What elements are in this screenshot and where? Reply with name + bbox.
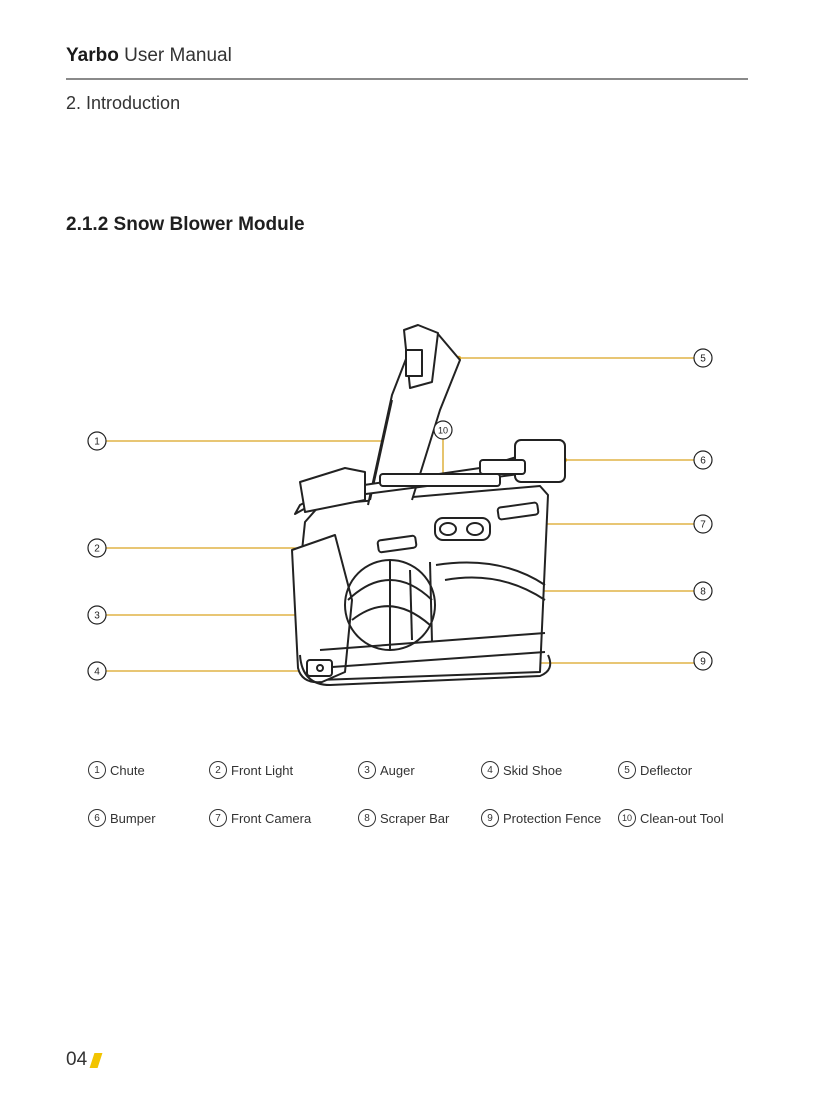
- chapter-title: 2. Introduction: [66, 93, 181, 113]
- manual-title: User Manual: [124, 45, 232, 66]
- legend-item-scraper-bar: 8 Scraper Bar: [358, 808, 449, 828]
- legend-label: Bumper: [110, 810, 156, 826]
- legend-number: 9: [481, 809, 499, 827]
- legend-label: Deflector: [640, 762, 693, 778]
- section-title: 2.1.2 Snow Blower Module: [66, 214, 305, 235]
- callout-2: 2: [94, 544, 100, 555]
- legend-number: 3: [358, 761, 376, 779]
- snow-blower-drawing: [291, 324, 566, 686]
- leader-1: [106, 440, 413, 461]
- legend-label: Front Camera: [231, 810, 312, 826]
- legend-item-bumper: 6 Bumper: [88, 808, 156, 828]
- legend-label: Chute: [110, 762, 145, 778]
- legend-label: Front Light: [231, 762, 294, 778]
- legend-number: 6: [88, 809, 106, 827]
- page-number: 04: [66, 1049, 103, 1071]
- callout-6: 6: [700, 456, 706, 467]
- callout-8: 8: [700, 587, 706, 598]
- legend-item-protection-fence: 9 Protection Fence: [481, 808, 601, 828]
- page-accent-mark: [89, 1052, 103, 1068]
- callout-4: 4: [94, 667, 100, 678]
- legend-item-front-light: 2 Front Light: [209, 760, 293, 780]
- legend-label: Clean-out Tool: [640, 810, 724, 826]
- header-rule: [66, 78, 748, 80]
- callout-5: 5: [700, 354, 706, 365]
- callout-10: 10: [438, 426, 448, 436]
- callout-1: 1: [94, 437, 100, 448]
- legend-label: Skid Shoe: [503, 762, 563, 778]
- legend-number: 8: [358, 809, 376, 827]
- legend-number: 5: [618, 761, 636, 779]
- callout-3: 3: [94, 611, 100, 622]
- legend-item-deflector: 5 Deflector: [618, 760, 692, 780]
- legend-item-clean-out-tool: 10 Clean-out Tool: [618, 808, 724, 828]
- legend-label: Scraper Bar: [380, 810, 450, 826]
- snow-blower-figure: 1 2 3 4 5 6 7 8 9 10: [87, 324, 713, 686]
- legend-item-skid-shoe: 4 Skid Shoe: [481, 760, 562, 780]
- page-number-text: 04: [66, 1049, 88, 1070]
- callout-9: 9: [700, 657, 706, 668]
- legend-label: Auger: [380, 762, 415, 778]
- callout-7: 7: [700, 520, 706, 531]
- header-brand: Yarbo User Manual: [66, 44, 232, 68]
- legend-label: Protection Fence: [503, 810, 602, 826]
- callout-markers: [87, 348, 713, 681]
- legend-number: 2: [209, 761, 227, 779]
- brand-name: Yarbo: [66, 45, 119, 66]
- legend-number: 7: [209, 809, 227, 827]
- legend-number: 1: [88, 761, 106, 779]
- legend-item-front-camera: 7 Front Camera: [209, 808, 311, 828]
- legend-item-chute: 1 Chute: [88, 760, 145, 780]
- legend-item-auger: 3 Auger: [358, 760, 415, 780]
- legend-number: 4: [481, 761, 499, 779]
- legend-number: 10: [618, 809, 636, 827]
